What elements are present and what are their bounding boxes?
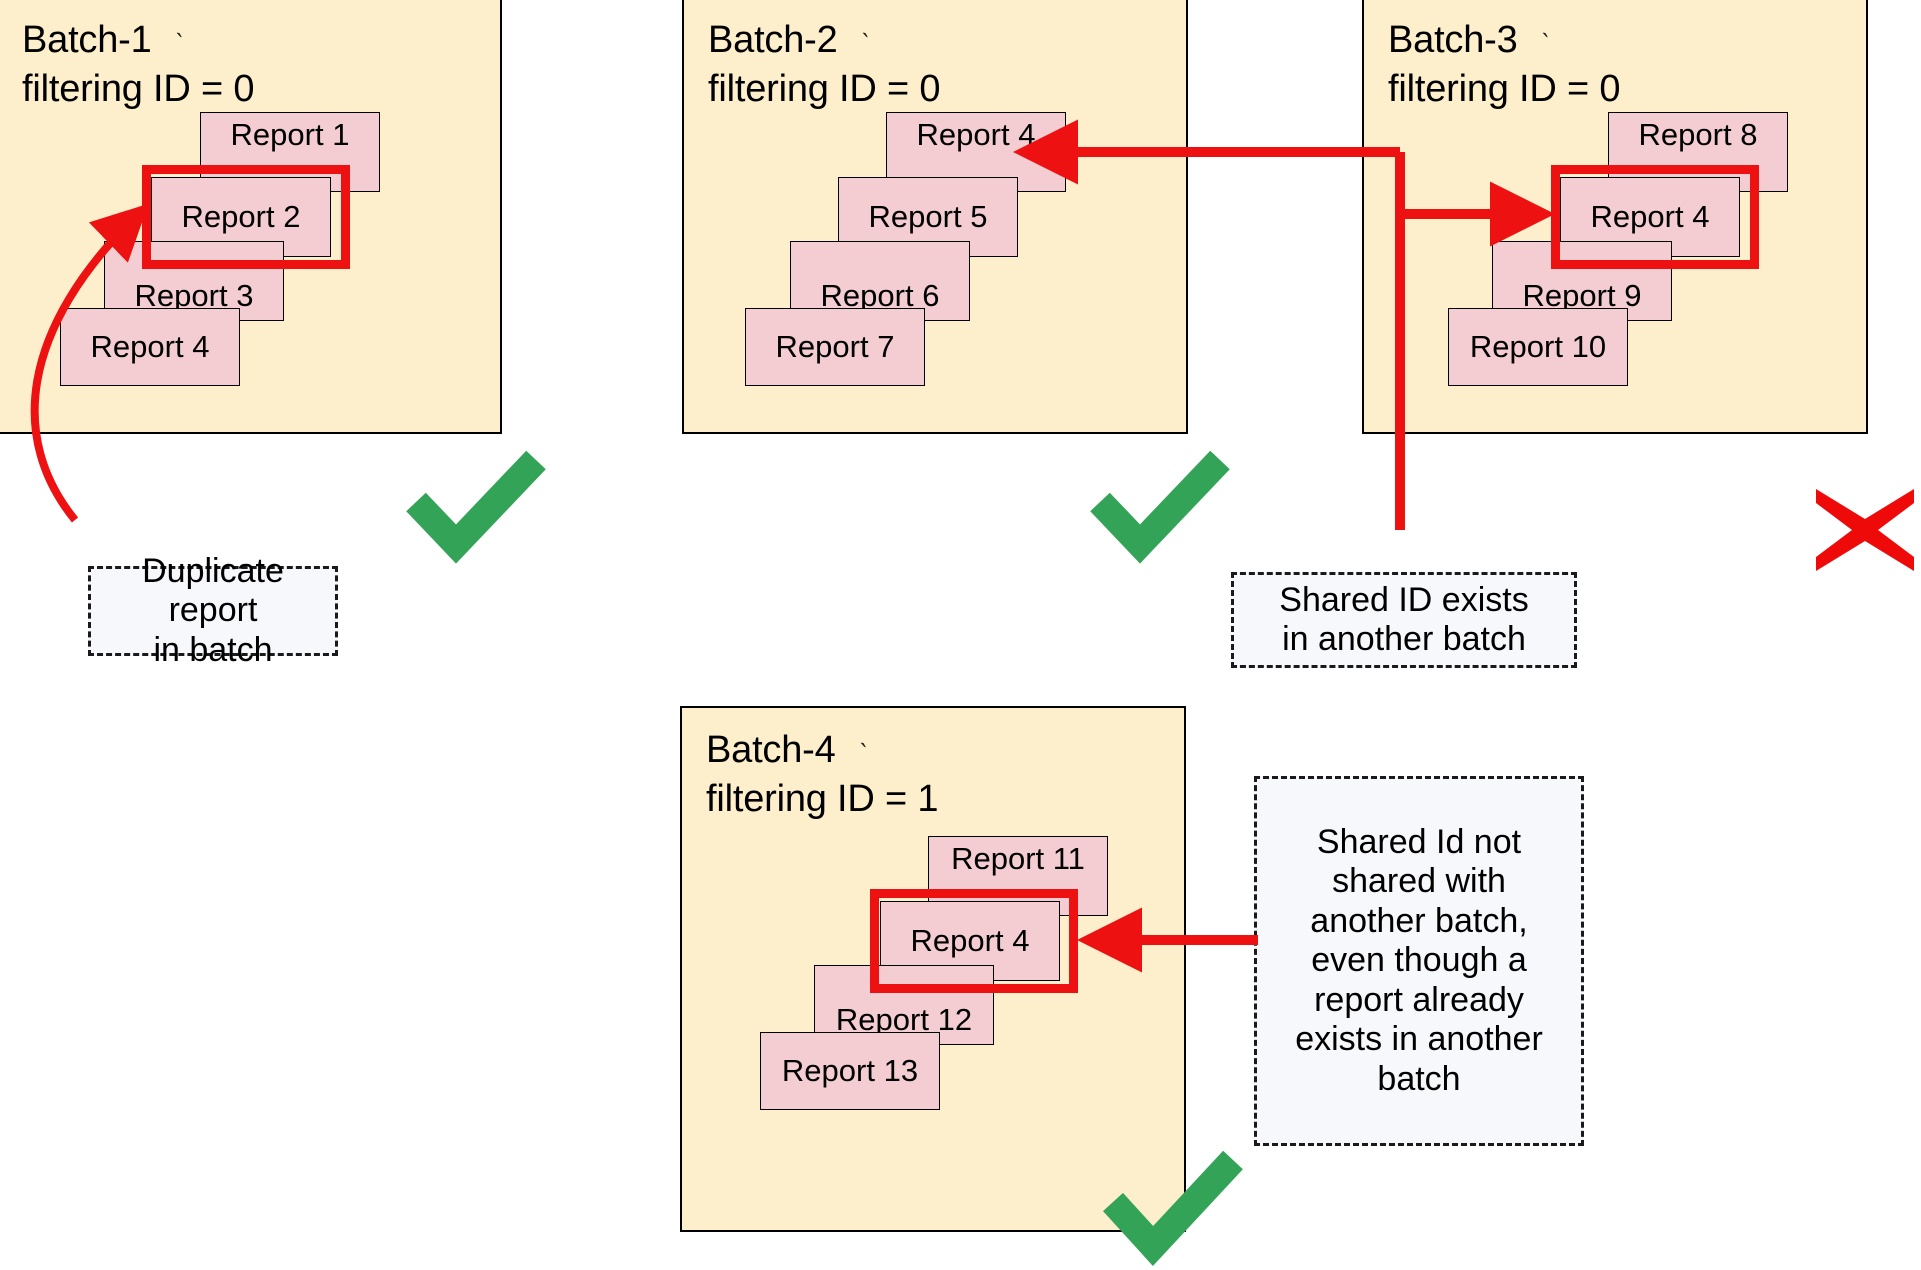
batch-title: Batch-3 filtering ID = 0 <box>1388 19 1621 110</box>
report-label: Report 6 <box>820 278 940 313</box>
shared-id-highlight-box <box>1551 165 1759 269</box>
batch-title: Batch-2 filtering ID = 0 <box>708 19 941 110</box>
report-label: Report 5 <box>868 199 988 234</box>
report-label: Report 12 <box>835 1002 973 1037</box>
callout-text: Duplicate report in batch <box>142 551 284 669</box>
shared-id-highlight-box-batch4 <box>870 889 1078 993</box>
callout-shared-id-exists: Shared ID exists in another batch <box>1231 572 1577 668</box>
red-cross-icon <box>1816 489 1914 571</box>
report-label: Report 4 <box>90 329 210 364</box>
report-card: Report 4 <box>60 308 240 386</box>
batch-title: Batch-1 filtering ID = 0 <box>22 19 255 110</box>
duplicate-highlight-box <box>142 165 350 269</box>
report-label: Report 3 <box>134 278 254 313</box>
report-label: Report 11 <box>951 841 1085 876</box>
callout-duplicate-report: Duplicate report in batch <box>88 552 338 669</box>
report-label: Report 7 <box>775 329 895 364</box>
report-card: Report 1 <box>200 112 380 192</box>
report-label: Report 4 <box>910 923 1030 958</box>
report-card: Report 6 <box>790 241 970 321</box>
report-label: Report 4 <box>916 117 1036 152</box>
report-label: Report 1 <box>230 117 350 152</box>
report-card: Report 13 <box>760 1032 940 1110</box>
report-label: Report 13 <box>781 1053 919 1088</box>
report-label: Report 9 <box>1522 278 1642 313</box>
green-check-icon <box>1090 450 1230 564</box>
report-card: Report 12 <box>814 965 994 1045</box>
batch-title: Batch-4 filtering ID = 1 <box>706 729 939 820</box>
callout-text: Shared ID exists in another batch <box>1279 580 1529 658</box>
report-card: Report 10 <box>1448 308 1628 386</box>
report-label: Report 8 <box>1638 117 1758 152</box>
report-label: Report 10 <box>1469 329 1607 364</box>
report-label: Report 2 <box>181 199 301 234</box>
green-check-icon <box>406 450 546 564</box>
callout-shared-id-not-shared: Shared Id not shared with another batch,… <box>1254 776 1584 1146</box>
report-card: Report 9 <box>1492 241 1672 321</box>
report-card: Report 7 <box>745 308 925 386</box>
callout-text: Shared Id not shared with another batch,… <box>1295 822 1543 1098</box>
report-label: Report 4 <box>1590 199 1710 234</box>
